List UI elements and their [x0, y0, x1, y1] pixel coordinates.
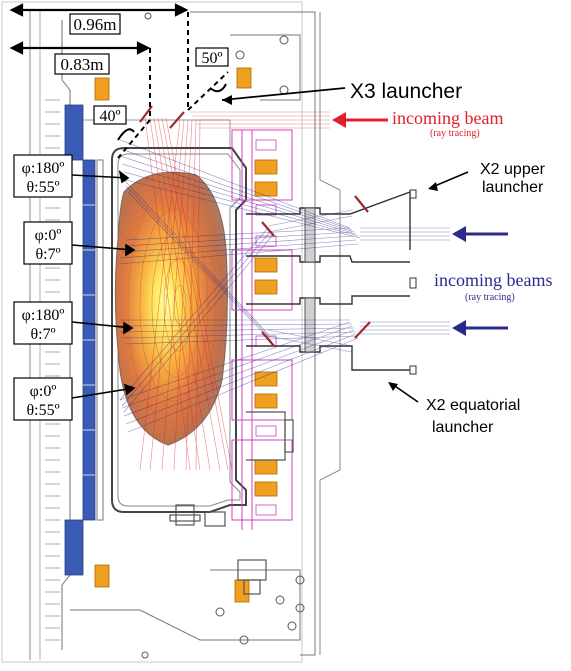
pf-coils [94, 67, 252, 603]
x2-equatorial-label-line2: launcher [432, 419, 494, 436]
incoming-beams-label: incoming beams [434, 270, 552, 290]
x2-equatorial-label-line1: X2 equatorial [426, 397, 520, 414]
dimension-083-label: 0.83m [61, 55, 104, 74]
beam-box-4-theta: θ:55º [26, 402, 59, 419]
angle-box-50: 50º [195, 47, 229, 67]
dimension-096-label: 0.96m [74, 15, 117, 34]
beam-box-3-phi: φ:180º [22, 307, 65, 324]
mirrors [139, 105, 371, 347]
angle-arcs [117, 83, 227, 141]
incoming-beam-label: incoming beam [392, 108, 503, 128]
incoming-beams-blue: incoming beams (ray tracing) [434, 226, 552, 336]
x2-upper-port [246, 189, 417, 289]
dim-box-083: 0.83m [54, 53, 110, 75]
dimension-lines [9, 3, 189, 55]
x2-upper-label-line2: launcher [482, 179, 544, 196]
port-flanges [304, 207, 316, 353]
bottom-port [169, 504, 226, 527]
x3-red-rays [139, 111, 330, 471]
x3-launcher-label: X3 launcher [350, 80, 462, 103]
bolt-holes [141, 12, 305, 659]
dim-box-096: 0.96m [69, 13, 121, 35]
vacuum-vessel [111, 147, 247, 513]
dimension-guides [117, 12, 229, 159]
beam-box-2-theta: θ:7º [35, 246, 60, 263]
x2-equatorial-port [246, 295, 417, 375]
beam-box-3-theta: θ:7º [30, 326, 55, 343]
beam-box-2: φ:0º θ:7º [23, 221, 73, 265]
angle-box-40: 40º [93, 105, 127, 125]
solenoid-segments [83, 204, 95, 476]
angle-50-label: 50º [202, 50, 223, 67]
x2-upper-label-line1: X2 upper [480, 161, 546, 178]
beam-box-2-phi: φ:0º [35, 227, 62, 244]
inner-bars [96, 159, 104, 521]
incoming-beam-red: incoming beam (ray tracing) [332, 108, 503, 139]
x3-launcher-callout: X3 launcher [221, 80, 462, 105]
x2-upper-callout: X2 upper launcher [428, 161, 546, 196]
beam-box-1-theta: θ:55º [26, 179, 59, 196]
angle-40-label: 40º [100, 108, 121, 125]
outer-structure [1, 1, 341, 663]
beam-box-leaders [71, 170, 136, 399]
x2-blue-rays [117, 139, 450, 433]
beam-box-1: φ:180º θ:55º [13, 154, 73, 198]
beam-box-4: φ:0º θ:55º [13, 377, 73, 421]
tf-coils-right [254, 159, 278, 497]
x2-equatorial-callout: X2 equatorial launcher [388, 382, 520, 436]
lower-port [237, 411, 294, 595]
beam-box-3: φ:180º θ:7º [13, 301, 73, 345]
beam-box-1-phi: φ:180º [22, 160, 65, 177]
ray-tracing-blue-label: (ray tracing) [465, 292, 515, 303]
beam-box-4-phi: φ:0º [30, 383, 57, 400]
ray-tracing-red-label: (ray tracing) [430, 128, 480, 139]
